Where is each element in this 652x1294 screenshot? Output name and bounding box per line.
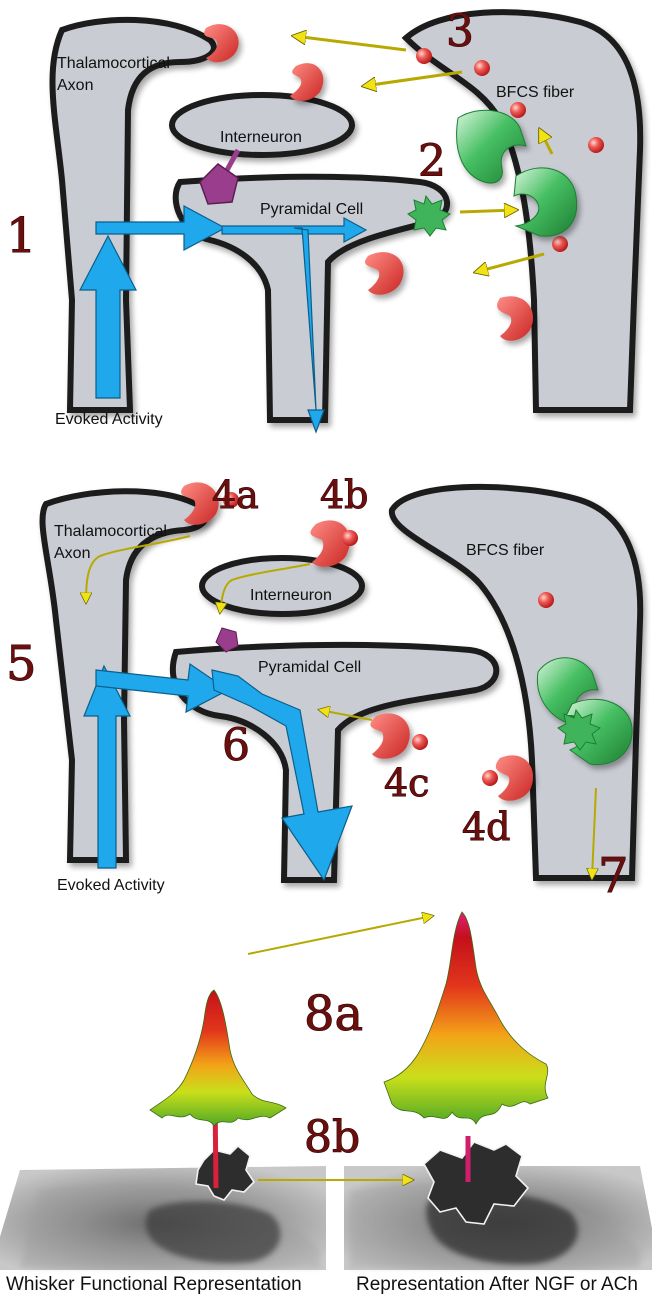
red-receptor-icon	[497, 296, 533, 341]
yellow-arrow	[294, 36, 406, 50]
mid-pyramidal-cell-label: Pyramidal Cell	[258, 659, 361, 676]
ach-molecule-icon	[588, 137, 604, 153]
red-receptor-icon	[370, 713, 409, 758]
step-number-1: 1	[6, 208, 37, 264]
panel-top: Thalamocortical Axon Interneuron Pyramid…	[6, 6, 640, 432]
mid-thalamocortical-axon-label-1: Thalamocortical	[54, 523, 167, 540]
activity-peak-left	[150, 990, 286, 1126]
activity-peak-right	[384, 912, 548, 1124]
red-receptor-icon	[365, 252, 404, 295]
ach-molecule-icon	[474, 60, 490, 76]
left-functional-map	[0, 1146, 326, 1270]
step-number-7: 7	[598, 848, 629, 904]
interneuron-shape	[172, 95, 352, 155]
caption-right: Representation After NGF or ACh	[356, 1274, 638, 1294]
panel-bottom: 8a 8b Whisker Functional Representation …	[0, 912, 652, 1294]
step-number-5: 5	[6, 636, 37, 692]
ach-molecule-icon	[412, 734, 428, 750]
step-number-4b: 4b	[320, 473, 369, 517]
mid-thalamocortical-axon-label-2: Axon	[54, 545, 90, 562]
ach-molecule-icon	[510, 102, 526, 118]
caption-left: Whisker Functional Representation	[6, 1274, 302, 1294]
step-number-8a: 8a	[304, 986, 363, 1042]
step-number-3: 3	[446, 6, 474, 57]
step-number-2: 2	[418, 136, 446, 187]
step-number-4c: 4c	[384, 761, 429, 805]
yellow-arrow	[364, 72, 462, 86]
ach-molecule-icon	[538, 592, 554, 608]
ach-molecule-icon	[342, 530, 358, 546]
peak-growth-arrow	[248, 916, 432, 954]
step-number-4a: 4a	[212, 473, 259, 517]
panel-middle: Thalamocortical Axon Interneuron Pyramid…	[6, 473, 640, 904]
mid-bfcs-fiber-label: BFCS fiber	[466, 542, 545, 559]
ach-molecule-icon	[482, 770, 498, 786]
top-thalamocortical-axon-label-2: Axon	[57, 77, 93, 94]
yellow-arrow	[460, 210, 516, 212]
step-number-8b: 8b	[304, 1112, 360, 1163]
top-evoked-activity-label: Evoked Activity	[55, 411, 163, 428]
top-bfcs-fiber-label: BFCS fiber	[496, 84, 575, 101]
step-number-4d: 4d	[462, 805, 511, 849]
top-pyramidal-cell-label: Pyramidal Cell	[260, 201, 363, 218]
mid-evoked-activity-label: Evoked Activity	[57, 877, 165, 894]
right-functional-map	[344, 1142, 652, 1270]
red-receptor-icon	[496, 755, 533, 800]
step-number-6: 6	[222, 720, 250, 771]
mid-interneuron-label: Interneuron	[250, 587, 332, 604]
interneuron-soma-icon	[200, 164, 238, 204]
top-interneuron-label: Interneuron	[220, 129, 302, 146]
ach-molecule-icon	[552, 236, 568, 252]
top-thalamocortical-axon-label-1: Thalamocortical	[57, 55, 170, 72]
red-receptor-icon	[310, 520, 349, 566]
ach-molecule-icon	[416, 48, 432, 64]
red-receptor-icon	[290, 63, 323, 101]
